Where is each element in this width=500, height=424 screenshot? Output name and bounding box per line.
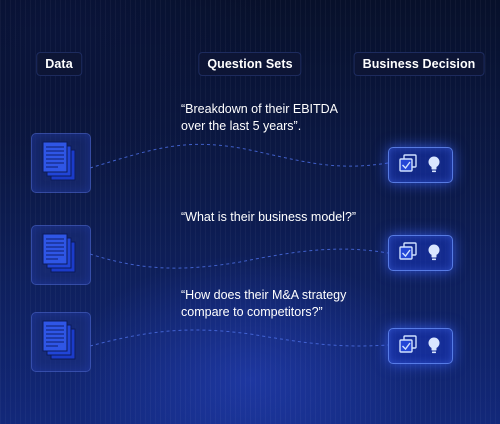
documents-stack-icon xyxy=(42,233,76,273)
lightbulb-icon xyxy=(428,156,440,173)
decision-icons xyxy=(399,242,440,261)
lightbulb-icon xyxy=(428,244,440,261)
checklist-copy-icon xyxy=(399,335,417,353)
business-decision-1 xyxy=(388,147,453,183)
question-2-line-1: “What is their business model?” xyxy=(181,210,357,224)
question-1-line-1: “Breakdown of their EBITDA xyxy=(181,102,339,116)
question-3-line-1: “How does their M&A strategy xyxy=(181,288,347,302)
decision-icons xyxy=(399,154,440,173)
documents-stack-icon xyxy=(42,320,76,360)
connector-line-3 xyxy=(89,329,389,347)
decision-icons xyxy=(399,335,440,354)
business-decision-2 xyxy=(388,235,453,271)
business-decision-3 xyxy=(388,328,453,364)
header-business-decision: Business Decision xyxy=(353,52,485,76)
connector-line-2 xyxy=(89,248,389,269)
data-source-2 xyxy=(31,225,91,285)
question-2: “What is their business model?” xyxy=(181,209,401,226)
checklist-copy-icon xyxy=(399,154,417,172)
question-3: “How does their M&A strategy compare to … xyxy=(181,287,401,321)
data-source-1 xyxy=(31,133,91,193)
question-3-line-2: compare to competitors?” xyxy=(181,305,323,319)
question-1: “Breakdown of their EBITDA over the last… xyxy=(181,101,401,135)
data-source-3 xyxy=(31,312,91,372)
lightbulb-icon xyxy=(428,337,440,354)
question-1-line-2: over the last 5 years”. xyxy=(181,119,302,133)
checklist-copy-icon xyxy=(399,242,417,260)
header-data: Data xyxy=(36,52,82,76)
documents-stack-icon xyxy=(42,141,76,181)
connector-line-1 xyxy=(89,143,389,169)
header-question-sets: Question Sets xyxy=(198,52,302,76)
